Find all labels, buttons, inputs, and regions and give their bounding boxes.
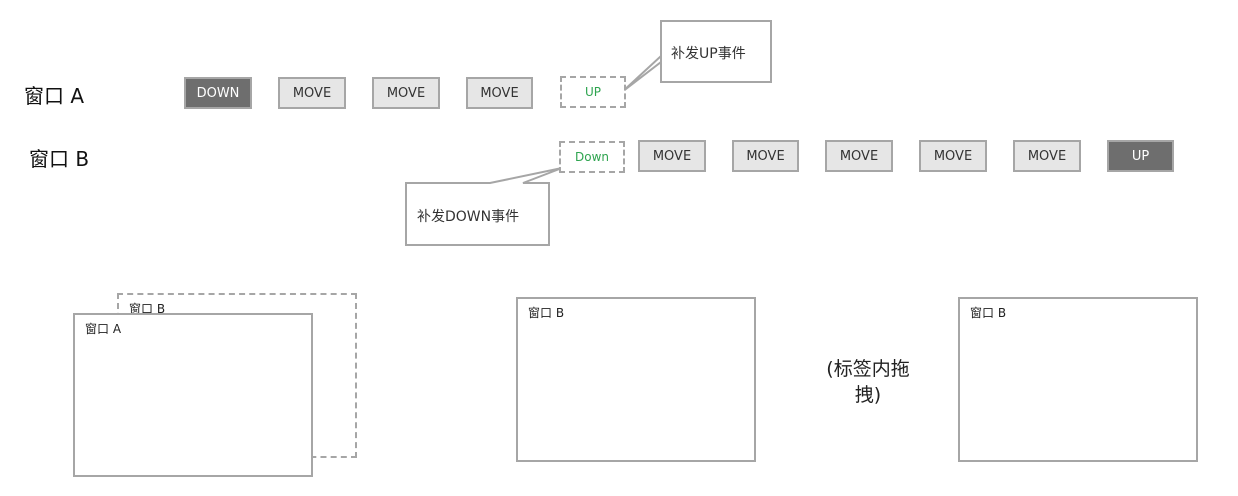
row-a-label: 窗口 A xyxy=(24,84,85,108)
row-b-event-up: UP xyxy=(1107,140,1174,172)
row-a-event-move: MOVE xyxy=(372,77,440,109)
row-a-event-up-synthetic: UP xyxy=(560,76,626,108)
stage2-window-b: 窗口 B xyxy=(516,297,756,462)
callout-down-text: 补发DOWN事件 xyxy=(417,209,520,225)
row-b-event-move: MOVE xyxy=(825,140,893,172)
row-a-event-move: MOVE xyxy=(278,77,346,109)
window-title: 窗口 B xyxy=(970,306,1007,320)
row-a-event-move: MOVE xyxy=(466,77,533,109)
row-a-event-down: DOWN xyxy=(184,77,252,109)
row-b-event-move: MOVE xyxy=(638,140,706,172)
stage1-window-a: 窗口 A xyxy=(73,313,313,477)
drag-within-tab-note: (标签内拖拽) xyxy=(826,358,910,406)
window-title: 窗口 A xyxy=(85,322,122,336)
row-b-event-move: MOVE xyxy=(919,140,987,172)
row-b-event-down-synthetic: Down xyxy=(559,141,625,173)
window-title: 窗口 B xyxy=(528,306,565,320)
callout-up-text: 补发UP事件 xyxy=(671,46,746,62)
row-b-label: 窗口 B xyxy=(29,147,90,171)
row-b-event-move: MOVE xyxy=(1013,140,1081,172)
window-title: 窗口 B xyxy=(129,302,166,316)
row-b-event-move: MOVE xyxy=(732,140,799,172)
stage3-window-b: 窗口 B xyxy=(958,297,1198,462)
